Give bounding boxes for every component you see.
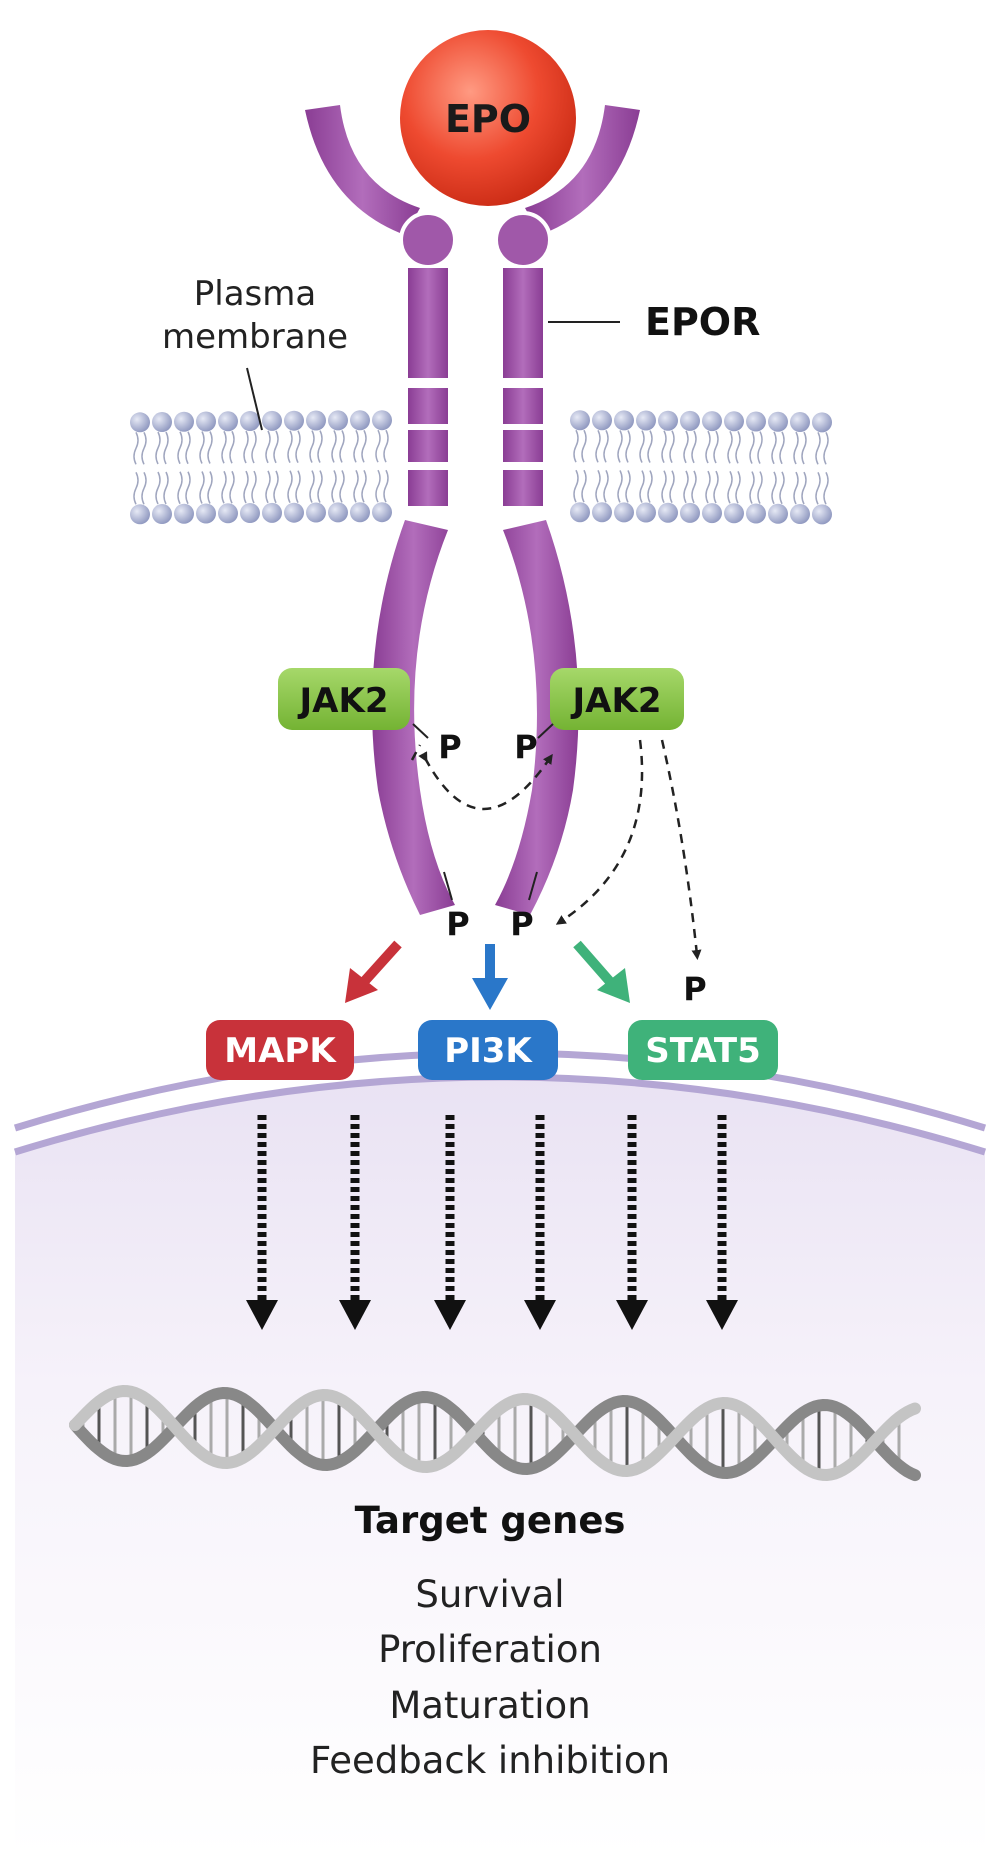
target-gene-survival: Survival — [415, 1573, 564, 1616]
phospho-epor-right: P — [510, 905, 533, 943]
target-gene-maturation: Maturation — [389, 1684, 590, 1727]
mapk-box: MAPK — [206, 1020, 354, 1080]
epor-label: EPOR — [645, 300, 760, 344]
mapk-label: MAPK — [224, 1031, 337, 1071]
plasma-label-line2: membrane — [162, 317, 348, 357]
target-gene-feedback-inhibition: Feedback inhibition — [310, 1739, 670, 1782]
phospho-epor-left: P — [446, 905, 469, 943]
phospho-stat5: P — [683, 970, 706, 1008]
jak2-left-label: JAK2 — [298, 681, 389, 721]
pi3k-label: PI3K — [444, 1031, 533, 1071]
pi3k-box: PI3K — [418, 1020, 558, 1080]
pathway-arrows — [345, 940, 630, 1010]
epo-label: EPO — [445, 97, 531, 141]
epo-ligand: EPO — [400, 30, 576, 206]
stat5-box: STAT5 — [628, 1020, 778, 1080]
phospho-jak2-right: P — [514, 728, 537, 766]
plasma-label-line1: Plasma — [194, 274, 316, 314]
phospho-jak2-left: P — [438, 728, 461, 766]
jak2-right: JAK2 — [550, 668, 684, 730]
nuclear-translocation-arrows — [246, 1115, 738, 1330]
plasma-pointer-line — [246, 367, 263, 431]
target-gene-proliferation: Proliferation — [378, 1628, 602, 1671]
target-genes-title: Target genes — [355, 1499, 626, 1542]
stat5-label: STAT5 — [645, 1031, 761, 1071]
epor-left — [305, 105, 457, 915]
jak2-cross-phosphorylation-arrows — [410, 739, 702, 960]
dna-helix — [69, 1384, 921, 1482]
plasma-membrane — [130, 410, 832, 525]
epor-right — [494, 105, 640, 915]
jak2-left: JAK2 — [278, 668, 410, 730]
jak2-right-label: JAK2 — [571, 681, 662, 721]
